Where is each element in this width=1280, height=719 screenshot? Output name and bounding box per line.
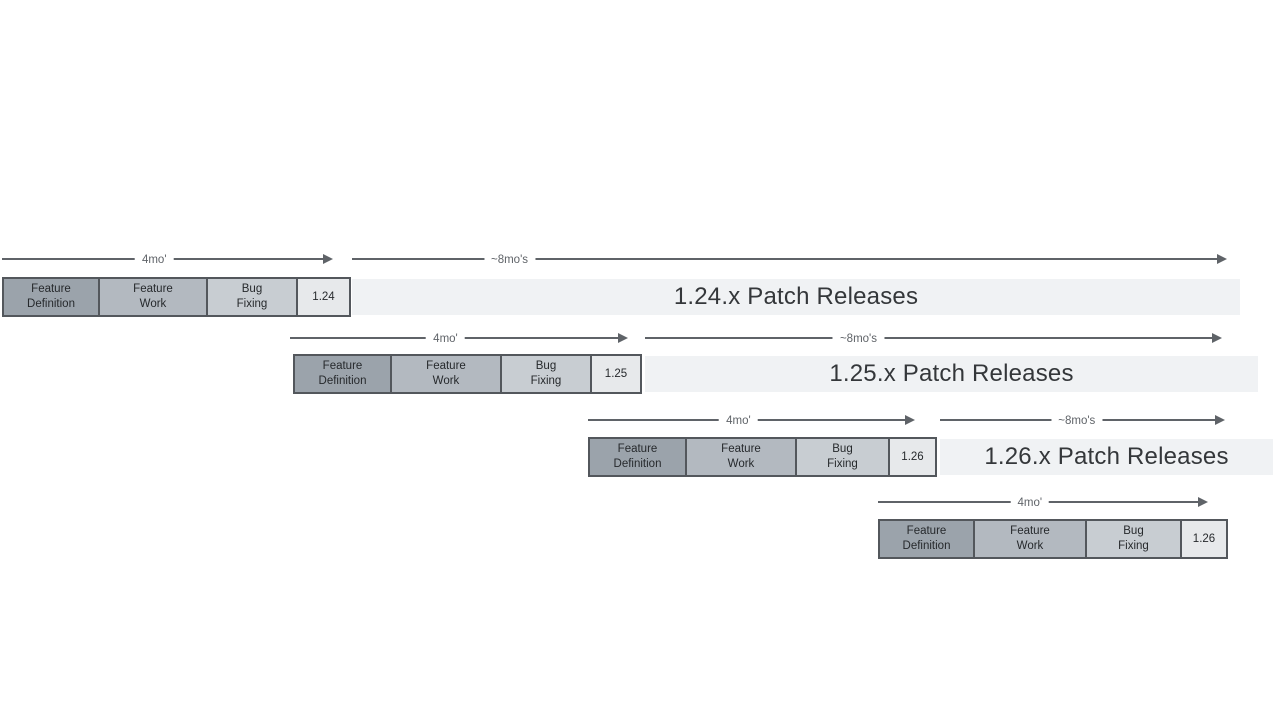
phase-label: Feature Work	[426, 360, 466, 387]
arrow-head-icon	[618, 333, 628, 343]
phase-label: Feature Work	[133, 283, 173, 310]
phase-box-bug-fixing: Bug Fixing	[1085, 519, 1182, 559]
phase-label: Feature Definition	[613, 443, 662, 470]
phase-box-feature-definition: Feature Definition	[293, 354, 392, 394]
phase-label: Bug Fixing	[827, 443, 858, 470]
version-box-next: 1.26	[1180, 519, 1228, 559]
phase-label: Feature Definition	[318, 360, 367, 387]
phase-label: Bug Fixing	[1118, 525, 1149, 552]
phase-box-bug-fixing: Bug Fixing	[795, 437, 890, 477]
version-box-1-26: 1.26	[888, 437, 937, 477]
dev-duration-label: 4mo'	[1010, 495, 1050, 512]
phase-label: Bug Fixing	[236, 283, 268, 310]
patch-releases-bar-1-26: 1.26.x Patch Releases	[940, 439, 1273, 475]
patch-duration-arrow-1-25: ~8mo's	[645, 331, 1222, 348]
patch-bar-label: 1.24.x Patch Releases	[673, 283, 919, 310]
phase-box-feature-definition: Feature Definition	[878, 519, 975, 559]
arrow-head-icon	[1215, 415, 1225, 425]
phase-label: Feature Definition	[27, 283, 75, 310]
phase-box-feature-work: Feature Work	[685, 437, 797, 477]
version-label: 1.24	[312, 290, 335, 303]
dev-duration-label: 4mo'	[134, 252, 174, 269]
phase-label: Feature Work	[721, 443, 761, 470]
arrow-head-icon	[1217, 254, 1227, 264]
patch-duration-label: ~8mo's	[483, 252, 536, 269]
patch-duration-label: ~8mo's	[1051, 413, 1103, 430]
dev-duration-arrow-next: 4mo'	[878, 495, 1208, 512]
arrow-head-icon	[1212, 333, 1222, 343]
phase-label: Bug Fixing	[530, 360, 562, 387]
arrow-head-icon	[323, 254, 333, 264]
dev-duration-arrow-1-25: 4mo'	[290, 331, 628, 348]
patch-duration-label: ~8mo's	[832, 331, 885, 348]
phase-label: Feature Work	[1010, 525, 1050, 552]
phase-box-feature-work: Feature Work	[973, 519, 1087, 559]
patch-duration-arrow-1-24: ~8mo's	[352, 252, 1227, 269]
phase-box-feature-work: Feature Work	[98, 277, 208, 317]
version-label: 1.25	[604, 367, 628, 380]
dev-duration-arrow-1-26: 4mo'	[588, 413, 915, 430]
arrow-line	[352, 258, 1220, 260]
phase-label: Feature Definition	[902, 525, 951, 552]
arrow-head-icon	[905, 415, 915, 425]
phase-box-bug-fixing: Bug Fixing	[500, 354, 592, 394]
version-box-1-25: 1.25	[590, 354, 642, 394]
arrow-head-icon	[1198, 497, 1208, 507]
patch-releases-bar-1-24: 1.24.x Patch Releases	[352, 279, 1240, 315]
patch-bar-label: 1.26.x Patch Releases	[984, 443, 1229, 470]
dev-duration-label: 4mo'	[426, 331, 465, 348]
arrow-line	[645, 337, 1215, 339]
version-label: 1.26	[901, 450, 924, 463]
dev-duration-arrow-1-24: 4mo'	[2, 252, 333, 269]
dev-duration-label: 4mo'	[719, 413, 758, 430]
patch-releases-bar-1-25: 1.25.x Patch Releases	[645, 356, 1258, 392]
phase-box-feature-definition: Feature Definition	[588, 437, 687, 477]
phase-box-feature-work: Feature Work	[390, 354, 502, 394]
patch-duration-arrow-1-26: ~8mo's	[940, 413, 1225, 430]
phase-box-bug-fixing: Bug Fixing	[206, 277, 298, 317]
patch-bar-label: 1.25.x Patch Releases	[829, 360, 1074, 387]
phase-box-feature-definition: Feature Definition	[2, 277, 100, 317]
version-label: 1.26	[1192, 532, 1216, 545]
version-box-1-24: 1.24	[296, 277, 351, 317]
